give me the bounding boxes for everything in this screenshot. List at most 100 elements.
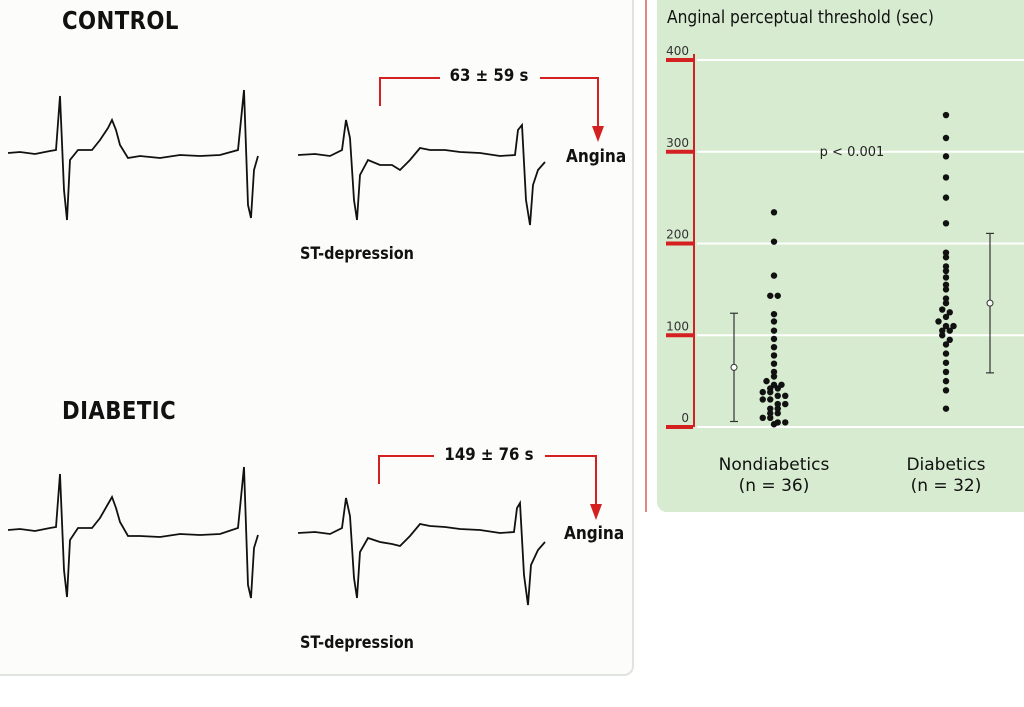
data-point: [767, 410, 774, 417]
threshold-chart-panel: Anginal perceptual threshold (sec) 0 100 2…: [657, 0, 1024, 512]
y-tick-label: 0: [681, 411, 689, 425]
data-point: [774, 392, 781, 400]
y-tick-label: 400: [666, 44, 689, 58]
data-point: [950, 322, 957, 330]
data-point: [942, 281, 950, 288]
data-point: [942, 377, 950, 385]
data-point: [942, 341, 950, 348]
chart-title: Anginal perceptual threshold (sec): [667, 7, 934, 28]
data-point: [774, 400, 781, 408]
data-point: [946, 327, 953, 334]
diabetics-name: Diabetics: [906, 455, 986, 475]
control-time-bracket: [379, 77, 599, 128]
data-point: [770, 310, 778, 318]
diabetics-n: (n = 32): [910, 476, 982, 496]
y-tick-label: 100: [666, 319, 689, 333]
data-point: [942, 254, 950, 261]
data-point: [767, 396, 774, 403]
data-point: [767, 414, 774, 422]
data-point: [942, 263, 950, 270]
data-point: [942, 249, 950, 256]
data-point: [759, 396, 766, 403]
control-title: CONTROL: [62, 6, 179, 35]
control-angina-label: Angina: [566, 146, 627, 167]
data-point: [770, 352, 778, 359]
data-point: [942, 153, 950, 160]
data-point: [939, 306, 946, 313]
nondiabetics-name: Nondiabetics: [718, 455, 830, 475]
data-point: [942, 322, 950, 330]
data-point: [770, 343, 778, 351]
diabetic-st-label: ST-depression: [300, 633, 414, 653]
y-tick-label: 300: [666, 136, 689, 150]
data-point: [946, 336, 953, 344]
diabetic-angina-label: Angina: [564, 523, 625, 544]
data-point: [770, 238, 778, 245]
data-point: [942, 274, 950, 281]
data-point: [759, 414, 766, 422]
mean-marker: [730, 363, 738, 371]
data-point: [939, 327, 946, 334]
data-point: [774, 292, 781, 299]
control-ecg-baseline-trace: [7, 89, 259, 221]
diabetic-title: DIABETIC: [62, 396, 177, 425]
data-point: [942, 134, 950, 142]
data-point: [770, 318, 778, 325]
data-point: [774, 419, 781, 426]
data-point: [767, 405, 774, 412]
data-point: [942, 286, 950, 293]
data-point: [946, 309, 953, 316]
diabetic-time-bracket: [378, 455, 597, 506]
data-point: [942, 194, 950, 201]
data-point: [942, 174, 950, 181]
threshold-chart: 0 100 200 300 400 p < 0.001: [666, 44, 1024, 429]
diabetic-time-label: 149 ± 76 s: [444, 445, 534, 465]
data-point: [770, 272, 778, 279]
nondiabetics-label: Nondiabetics (n = 36): [704, 455, 844, 497]
data-point: [942, 368, 950, 376]
control-time-label: 63 ± 59 s: [449, 66, 529, 86]
data-point: [770, 335, 778, 343]
panel-divider: [645, 0, 647, 512]
data-point: [767, 292, 774, 299]
control-st-label: ST-depression: [300, 244, 414, 264]
y-tick-label: 200: [666, 228, 689, 242]
data-point: [770, 381, 778, 388]
data-point: [939, 332, 946, 339]
diabetic-ecg-st-trace: [297, 497, 546, 606]
data-point: [763, 377, 770, 385]
data-point: [942, 111, 950, 119]
p-value-annotation: p < 0.001: [820, 145, 885, 160]
data-point: [942, 267, 950, 275]
ecg-panel: CONTROL 63 ± 59 s Angina ST-depression D…: [0, 0, 634, 676]
data-point: [942, 359, 950, 366]
nondiabetics-n: (n = 36): [738, 476, 810, 496]
data-point: [942, 387, 950, 394]
ecg-diagram: [7, 77, 604, 606]
data-point: [770, 209, 778, 216]
data-point: [942, 313, 950, 321]
control-ecg-st-trace: [297, 119, 546, 226]
data-point: [770, 373, 778, 380]
data-point: [935, 318, 942, 325]
diabetic-ecg-baseline-trace: [7, 466, 259, 599]
data-point: [942, 295, 950, 302]
data-point: [770, 368, 778, 376]
data-point: [942, 405, 950, 412]
data-point: [782, 392, 789, 400]
data-point: [782, 419, 789, 426]
control-arrow-head: [592, 126, 604, 142]
diabetics-label: Diabetics (n = 32): [876, 455, 1016, 497]
data-point: [942, 299, 950, 307]
data-point: [770, 327, 778, 334]
diabetic-arrow-head: [590, 504, 602, 520]
data-point: [778, 381, 785, 388]
data-point: [774, 405, 781, 412]
data-point: [942, 350, 950, 357]
data-point: [942, 220, 950, 227]
mean-marker: [986, 299, 994, 307]
data-point: [770, 360, 778, 367]
data-point: [782, 400, 789, 408]
data-point: [774, 410, 781, 417]
data-point: [759, 388, 766, 396]
